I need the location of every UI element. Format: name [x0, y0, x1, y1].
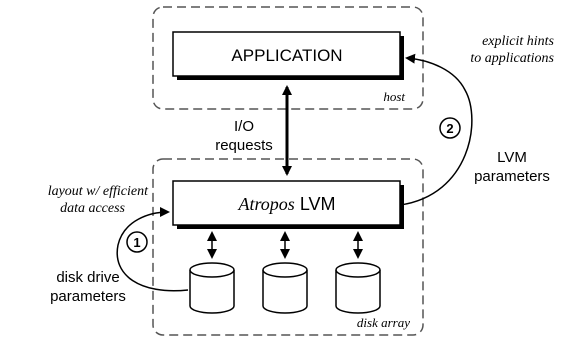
disk-3-top	[335, 262, 381, 278]
step1-number: 1	[133, 235, 140, 250]
explicit-hints-line1: explicit hints	[482, 34, 554, 49]
step1-badge	[126, 231, 148, 253]
step1-curve-arrow	[116, 207, 189, 292]
disk-2-top	[262, 262, 308, 278]
application-box	[172, 31, 401, 77]
lvm-box	[172, 180, 401, 226]
lvm-label: Atropos LVM	[237, 194, 335, 214]
layout-note-line1: layout w/ efficient	[48, 184, 149, 199]
step2-badge	[439, 117, 461, 139]
step2-number: 2	[446, 121, 453, 136]
io-requests-line2: requests	[215, 137, 273, 154]
explicit-hints-line2: to applications	[470, 51, 554, 66]
disk-2-body	[262, 270, 308, 314]
host-label: host	[383, 89, 405, 104]
step2-curve-arrow	[399, 53, 473, 206]
lvm-parameters-line1: LVM	[497, 149, 527, 166]
disk-2	[262, 262, 308, 314]
disk-3-body	[335, 270, 381, 314]
io-requests-line1: I/O	[234, 118, 254, 135]
disk-1	[189, 262, 235, 314]
disk-3	[335, 262, 381, 314]
disk-array-region	[152, 158, 424, 336]
layout-note-line2: data access	[60, 201, 125, 216]
disk-1-body	[189, 270, 235, 314]
lvm-label-italic: Atropos	[237, 194, 294, 214]
disk-drive-parameters-line2: parameters	[50, 288, 126, 305]
disk-drive-parameters-line1: disk drive	[56, 269, 119, 286]
disk-1-top	[189, 262, 235, 278]
application-label: APPLICATION	[231, 46, 342, 65]
lvm-label-rest: LVM	[300, 194, 336, 214]
lvm-parameters-line2: parameters	[474, 168, 550, 185]
disk-array-label: disk array	[357, 315, 410, 330]
